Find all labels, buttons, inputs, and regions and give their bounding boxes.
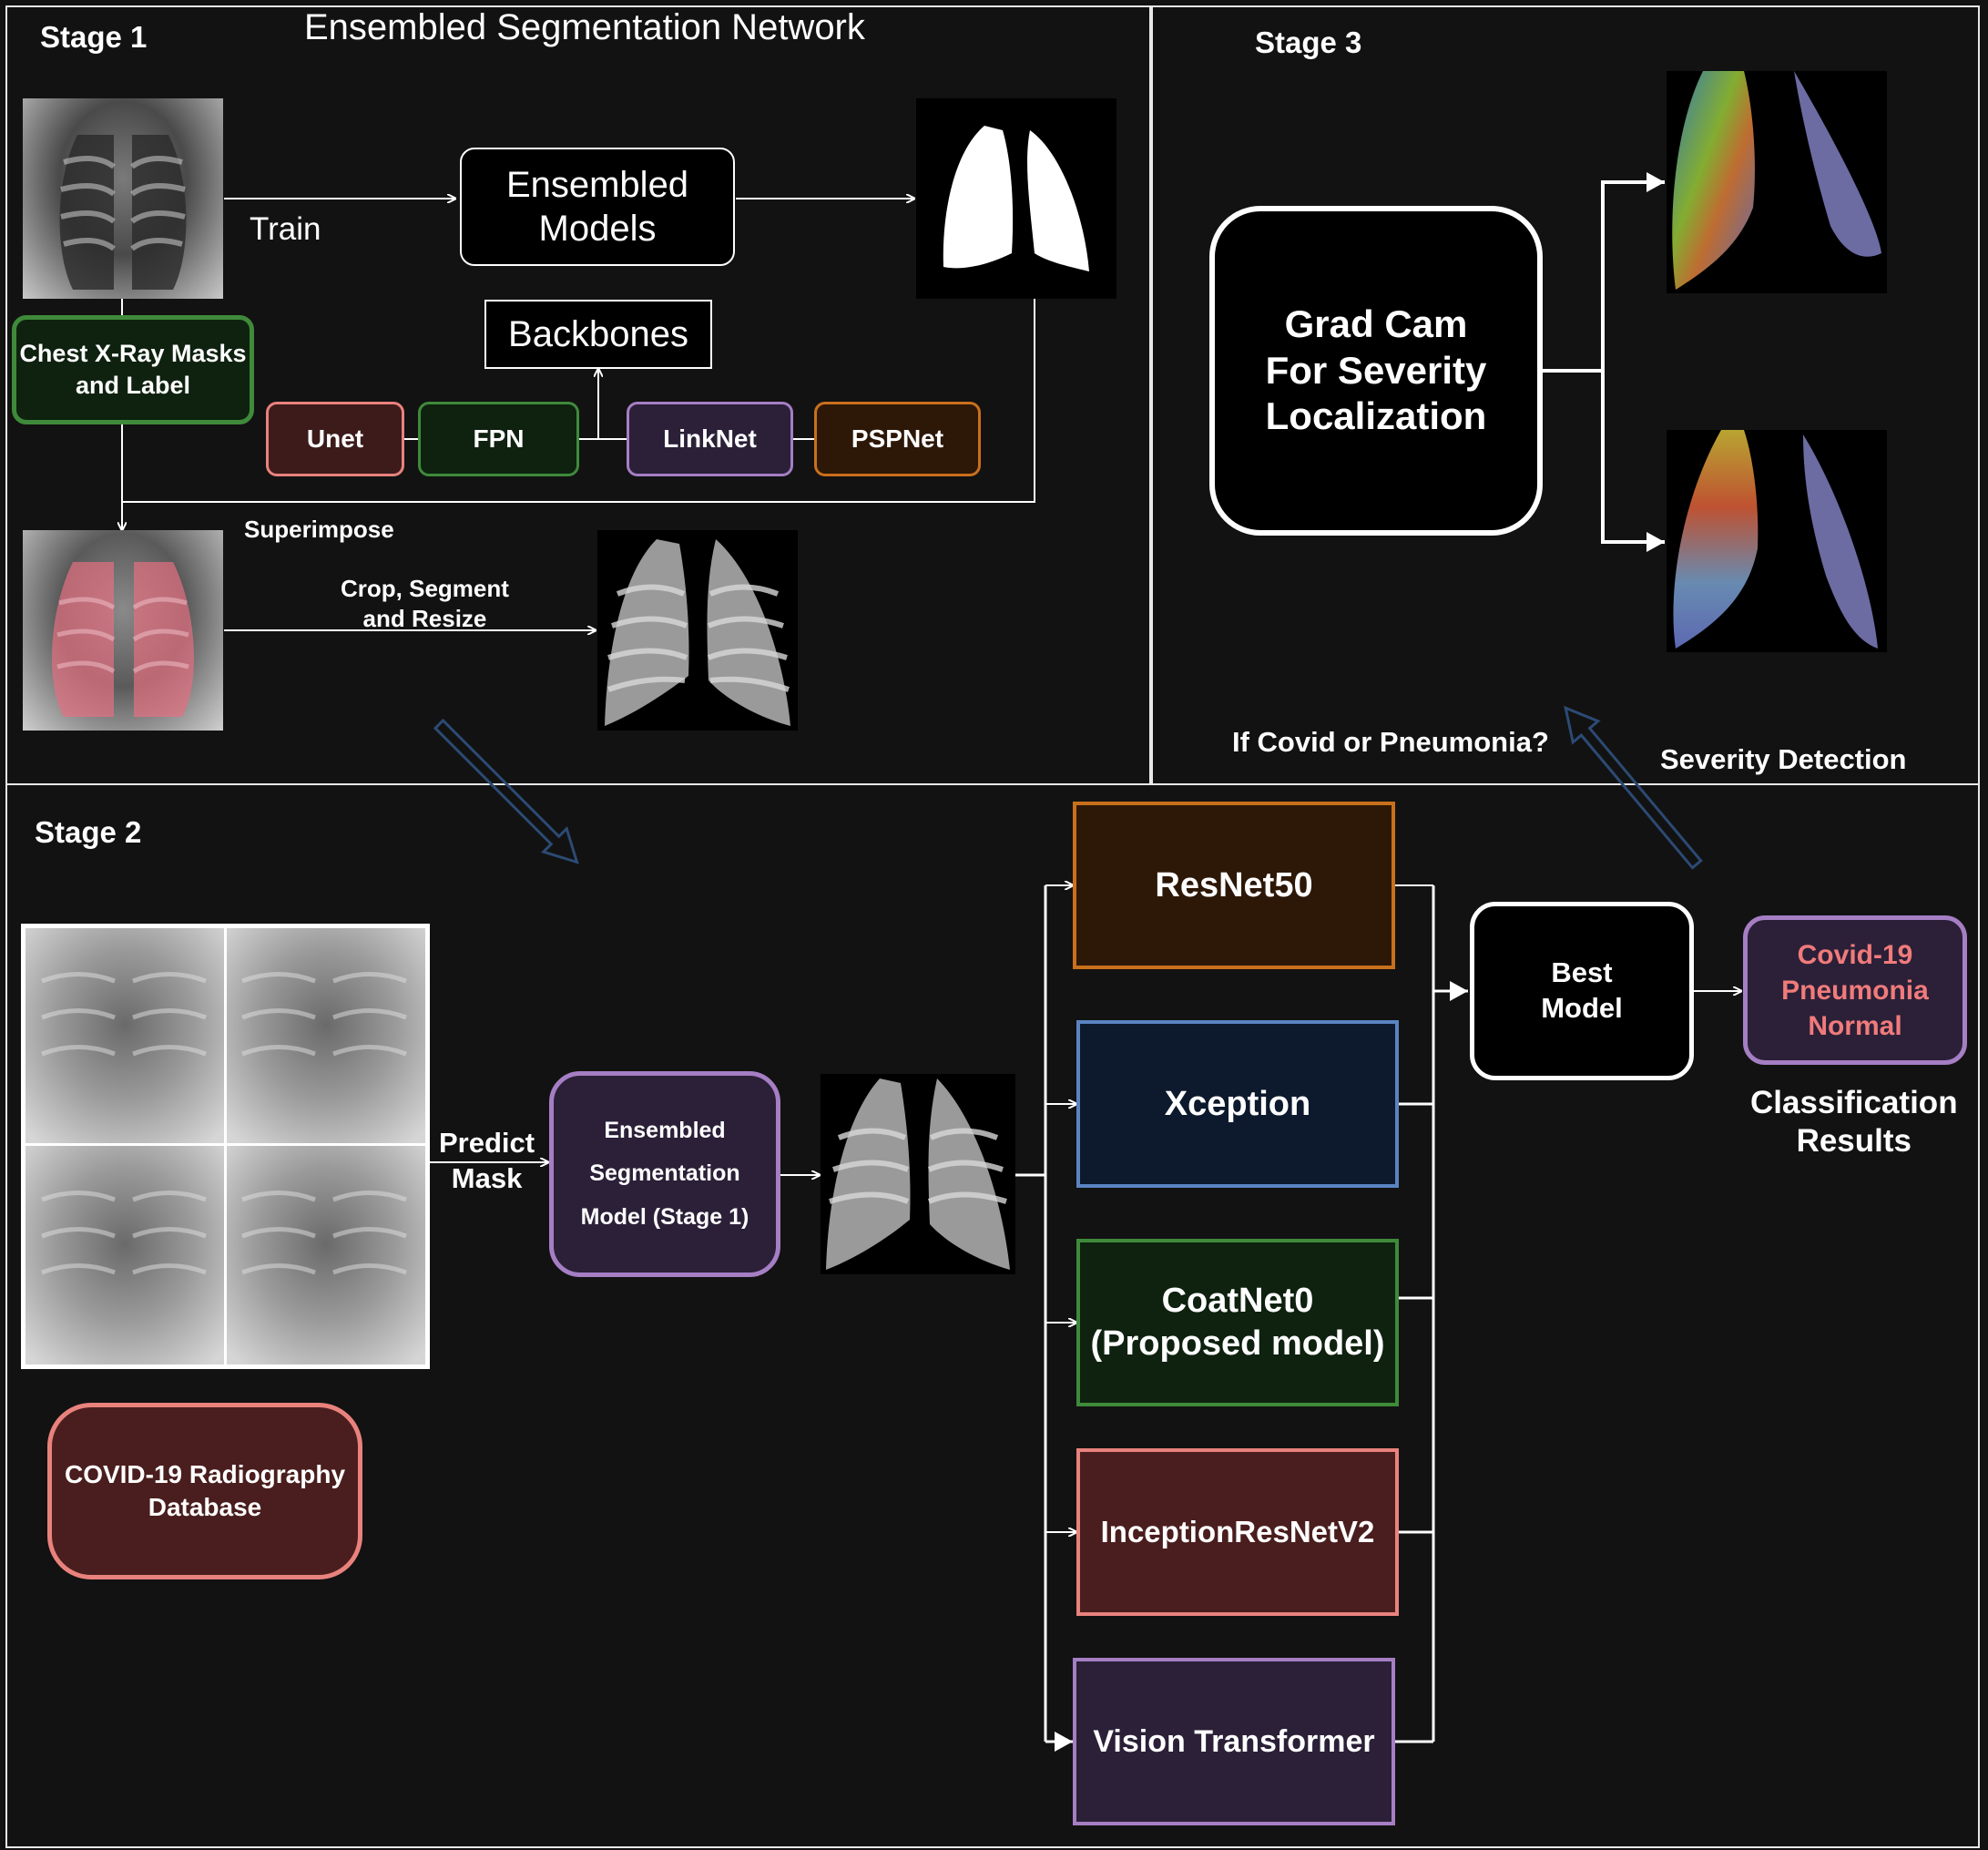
model-vision-transformer: Vision Transformer [1073,1658,1395,1825]
model-xception: Xception [1076,1020,1399,1188]
crop-segment-label: Crop, Segment and Resize [341,575,509,632]
classification-results-label: Classification Results [1750,1085,1958,1159]
backbone-unet-label: Unet [306,424,364,453]
train-label: Train [250,211,321,247]
ensembled-segmentation-box: Ensembled Segmentation Model (Stage 1) [549,1071,780,1277]
gradcam-to-bottom-arrow [1601,371,1665,552]
stage1-label: Stage 1 [40,20,148,54]
question-label: If Covid or Pneumonia? [1232,726,1549,758]
backbone-fpn-label: FPN [473,424,525,453]
ensembled-models-box: Ensembled Models [460,148,735,266]
model-inceptionresnetv2-label: InceptionResNetV2 [1100,1515,1375,1548]
stage2-to-stage3-arrow [1564,705,1703,870]
gradcam-heatmap-bottom [1667,430,1887,652]
ensembled-models-text: Ensembled Models [505,165,689,249]
backbone-unet: Unet [266,402,404,476]
fanout-line [1014,885,1047,1177]
gradcam-to-top-arrow [1601,172,1665,371]
stage1-to-stage2-arrow [433,718,579,864]
stage2-label: Stage 2 [35,815,142,849]
stage1-title: Ensembled Segmentation Network [304,7,865,47]
results-box: Covid-19 Pneumonia Normal [1743,915,1967,1065]
database-box: COVID-19 Radiography Database [47,1403,362,1579]
xray-grid-image [21,924,430,1369]
masks-and-label-box: Chest X-Ray Masks and Label [12,315,254,424]
database-text: COVID-19 Radiography Database [64,1459,346,1521]
backbone-fpn: FPN [418,402,579,476]
model-inceptionresnetv2: InceptionResNetV2 [1076,1448,1399,1616]
backbones-box: Backbones [484,300,712,369]
predict-mask-label: Predict Mask [439,1127,535,1194]
predicted-lungs-image [821,1074,1015,1274]
backbone-linknet: LinkNet [627,402,793,476]
stage2-panel [5,783,1980,1848]
lung-mask-image [916,98,1116,299]
model-coatnet0: CoatNet0 (Proposed model) [1076,1239,1399,1406]
model-coatnet0-label: CoatNet0 (Proposed model) [1090,1281,1385,1364]
gradcam-heatmap-top [1667,71,1887,293]
superimposed-xray-image [23,530,223,731]
ensembled-segmentation-text: Ensembled Segmentation Model (Stage 1) [580,1117,749,1230]
model-xception-label: Xception [1164,1084,1311,1123]
masks-and-label-text: Chest X-Ray Masks and Label [19,339,247,399]
gradcam-box: Grad Cam For Severity Localization [1209,206,1543,536]
results-text: Covid-19 Pneumonia Normal [1781,939,1929,1041]
backbone-pspnet-label: PSPNet [851,424,944,453]
severity-label: Severity Detection [1660,743,1907,775]
superimpose-label: Superimpose [244,516,394,543]
mask-return-line [122,299,1035,503]
best-model-box: Best Model [1470,902,1694,1080]
backbones-text: Backbones [508,313,688,354]
model-resnet50: ResNet50 [1073,802,1395,969]
chest-xray-image [23,98,223,299]
backbone-linknet-label: LinkNet [663,424,757,453]
segmented-lungs-image [597,530,798,731]
backbone-pspnet: PSPNet [814,402,981,476]
gradcam-text: Grad Cam For Severity Localization [1265,302,1487,438]
stage3-label: Stage 3 [1255,26,1362,59]
model-vision-transformer-label: Vision Transformer [1093,1723,1375,1759]
best-model-text: Best Model [1541,956,1623,1024]
model-resnet50-label: ResNet50 [1155,865,1313,905]
